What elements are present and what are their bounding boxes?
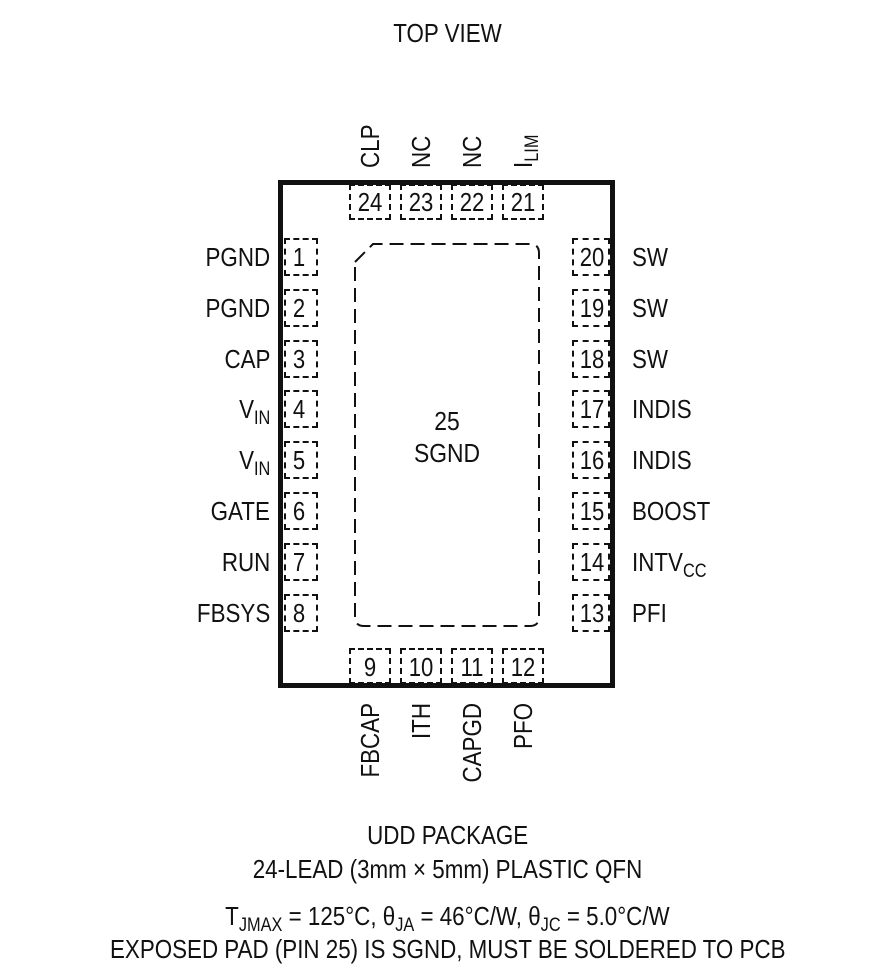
pin-label-3: CAP (224, 343, 270, 374)
pin-pad-9 (349, 648, 391, 684)
pin-label-13: PFI (632, 597, 667, 628)
pin-pad-7 (284, 542, 318, 581)
pin-number-16: 16 (579, 445, 605, 476)
caption-lead-info: 24-LEAD (3mm × 5mm) PLASTIC QFN (252, 854, 643, 884)
pin-pad-13 (572, 593, 610, 632)
pin-label-14: INTVCC (632, 546, 707, 582)
pin-label-16: INDIS (632, 445, 692, 476)
pin-label-15: BOOST (632, 496, 711, 526)
pin-label-23: NC (406, 135, 436, 168)
pin-pad-6 (284, 492, 318, 530)
pin-label-9: FBCAP (355, 703, 385, 778)
pin-number-13: 13 (579, 597, 605, 628)
pin-pad-22 (451, 184, 493, 220)
pin-number-10: 10 (408, 652, 434, 682)
pin-pad-2 (284, 288, 318, 327)
pin-pad-11 (451, 648, 493, 684)
pin-number-15: 15 (579, 496, 605, 526)
pin-number-21: 21 (510, 187, 536, 217)
pin-number-6: 6 (292, 496, 306, 526)
pin-pad-15 (572, 492, 610, 530)
pin-number-11: 11 (460, 652, 484, 682)
pin-label-12: PFO (508, 703, 538, 749)
pin-number-5: 5 (292, 445, 306, 476)
pin-pad-21 (502, 184, 544, 220)
pin-number-20: 20 (579, 242, 605, 272)
caption-thermal: TJMAX = 125°C, θJA = 46°C/W, θJC = 5.0°C… (225, 901, 670, 936)
exposed-pad (354, 243, 540, 627)
pin-pad-8 (284, 593, 318, 632)
pin-label-20: SW (632, 242, 669, 272)
pin-number-23: 23 (408, 187, 434, 217)
pin-pad-10 (400, 648, 442, 684)
pin-label-22: NC (457, 135, 487, 168)
pin-number-3: 3 (292, 343, 306, 374)
pin-pad-5 (284, 441, 318, 480)
pin-number-4: 4 (292, 394, 306, 425)
pin-label-8: FBSYS (196, 597, 270, 628)
diagram-title: TOP VIEW (393, 18, 502, 48)
caption-exposed-pad-note: EXPOSED PAD (PIN 25) IS SGND, MUST BE SO… (109, 934, 786, 964)
pin-pad-18 (572, 339, 610, 378)
pin-pad-23 (400, 184, 442, 220)
package-outline (278, 180, 615, 688)
pin-label-1: PGND (205, 242, 270, 272)
pin-pad-1 (284, 238, 318, 276)
pin-pad-19 (572, 288, 610, 327)
exposed-pad-number: 25 (434, 406, 460, 436)
pin-number-22: 22 (459, 187, 485, 217)
pin-pad-24 (349, 184, 391, 220)
pin-label-24: CLP (355, 124, 385, 168)
pin-label-17: INDIS (632, 394, 692, 425)
pin-number-8: 8 (292, 597, 306, 628)
pin-pad-14 (572, 542, 610, 581)
exposed-pad-name: SGND (413, 438, 481, 468)
pin-label-2: PGND (205, 292, 270, 323)
pin-number-19: 19 (579, 292, 605, 323)
pin-label-19: SW (632, 292, 669, 323)
pin-label-5: VIN (238, 445, 270, 481)
pin-pad-20 (572, 238, 610, 276)
pin-number-1: 1 (292, 242, 306, 272)
pin-label-10: ITH (406, 703, 436, 740)
pin-label-7: RUN (221, 546, 270, 577)
pin-label-11: CAPGD (457, 703, 487, 783)
caption-package: UDD PACKAGE (366, 820, 529, 850)
pin-label-18: SW (632, 343, 669, 374)
pin-pad-12 (502, 648, 544, 684)
pin-number-12: 12 (510, 652, 536, 682)
pin-number-18: 18 (579, 343, 605, 374)
pin-pad-17 (572, 390, 610, 429)
pin-pad-4 (284, 390, 318, 429)
pin-number-9: 9 (363, 652, 377, 682)
pin-number-17: 17 (579, 394, 605, 425)
pin-number-7: 7 (292, 546, 306, 577)
pin-pad-16 (572, 441, 610, 480)
pin-label-6: GATE (210, 496, 270, 526)
pin-number-24: 24 (357, 187, 383, 217)
pin-pad-3 (284, 339, 318, 378)
pin-label-21: ILIM (508, 134, 543, 168)
pin-number-14: 14 (579, 546, 605, 577)
pin-number-2: 2 (292, 292, 306, 323)
pin-label-4: VIN (238, 394, 270, 430)
